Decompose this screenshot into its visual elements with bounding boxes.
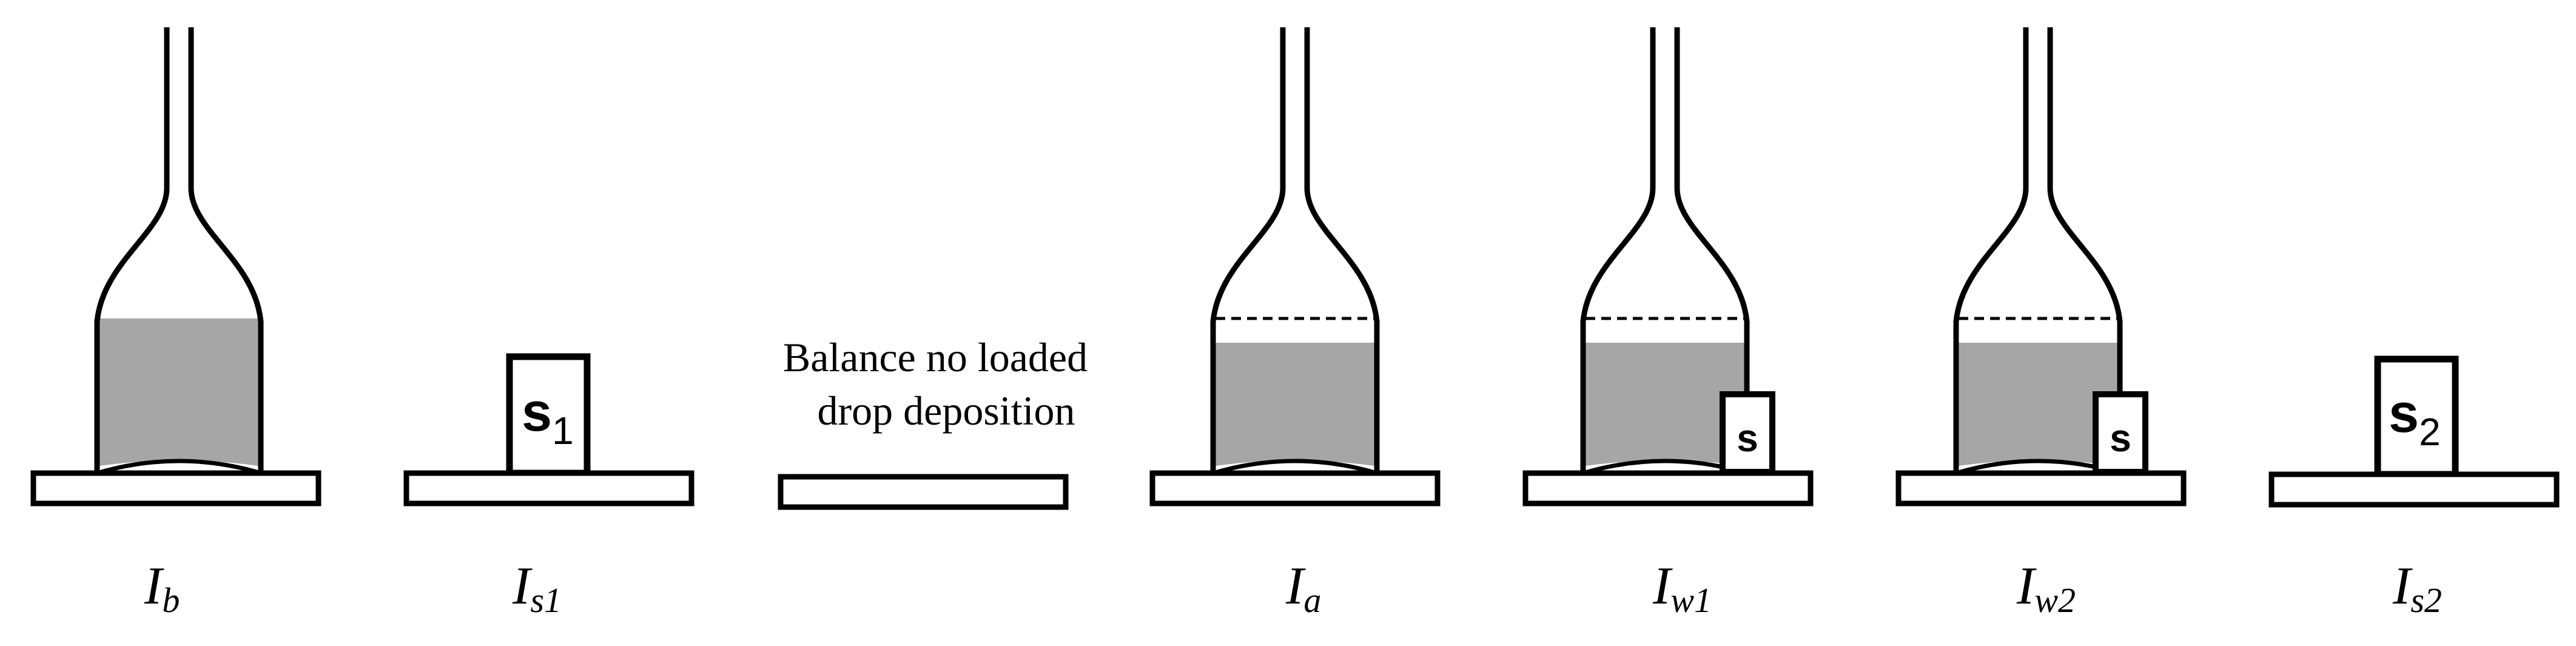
balance-plate: [778, 474, 1069, 510]
liquid-column: [1216, 343, 1374, 466]
drop-meniscus: [96, 459, 261, 476]
sample-label-s: s: [2110, 416, 2131, 460]
panel-iw1: s Iw1: [1522, 27, 1814, 620]
pipette-partial: [1213, 27, 1377, 473]
panel-ib: Ib: [30, 27, 321, 620]
balance-plate: [1149, 470, 1441, 506]
caption-ib: Ib: [144, 557, 180, 620]
panel-iw2: s Iw2: [1895, 27, 2187, 620]
note-line-2: drop deposition: [818, 388, 1075, 434]
panel-ia: Ia: [1149, 27, 1441, 620]
panel-is2: s2 Is2: [2268, 355, 2560, 620]
caption-iw1: Iw1: [1652, 557, 1712, 620]
caption-iw2: Iw2: [2016, 557, 2076, 620]
balance-plate: [30, 470, 321, 506]
sample-label-s2: s2: [2389, 383, 2441, 454]
balance-plate: [403, 470, 694, 506]
caption-is2: Is2: [2392, 557, 2442, 620]
liquid-column: [1586, 343, 1744, 466]
caption-ia: Ia: [1285, 557, 1321, 620]
sample-box-s: [2093, 391, 2148, 475]
sample-label-s: s: [1737, 416, 1758, 460]
panel-balance-unloaded: Balance no loaded drop deposition: [778, 334, 1088, 510]
pipette-full: [97, 27, 261, 473]
balance-plate: [1895, 470, 2187, 506]
liquid-column: [1959, 343, 2117, 466]
drop-meniscus: [1212, 459, 1377, 476]
liquid-column: [99, 318, 258, 466]
sample-label-s1: s1: [522, 382, 574, 453]
caption-is1: Is1: [512, 557, 562, 620]
panel-is1: s1 Is1: [403, 353, 694, 620]
balance-plate: [2268, 471, 2560, 508]
note-line-1: Balance no loaded: [783, 334, 1088, 380]
balance-plate: [1522, 470, 1814, 506]
